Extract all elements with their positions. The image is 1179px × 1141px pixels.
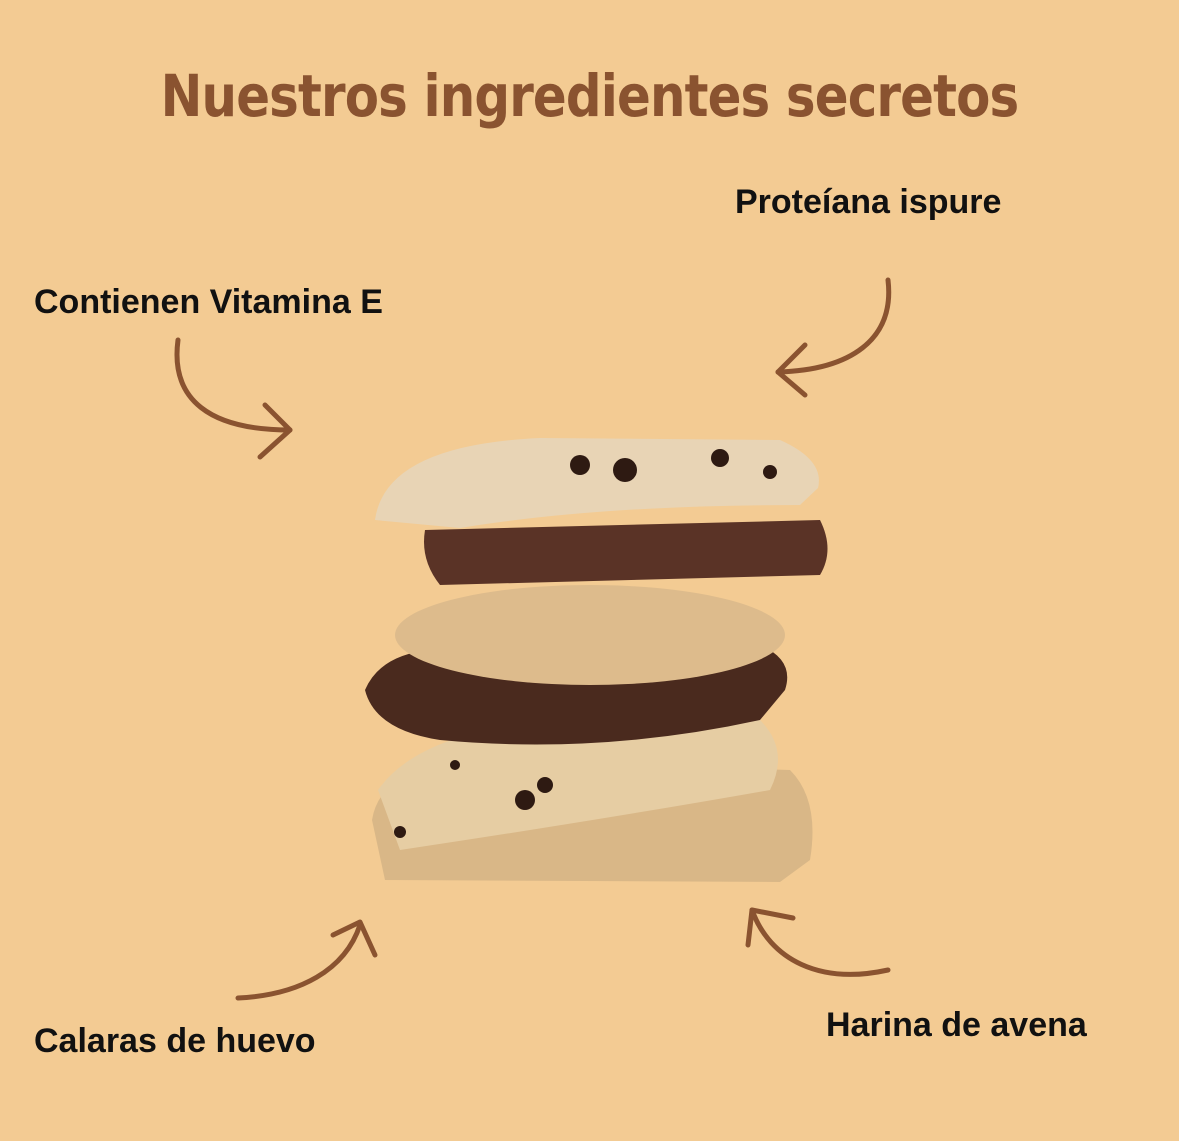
label-oat-flour: Harina de avena	[826, 1006, 1087, 1044]
label-eggshell: Calaras de huevo	[34, 1022, 316, 1060]
label-protein: Proteíana ispure	[735, 183, 1002, 221]
label-vitamin-e: Contienen Vitamina E	[34, 283, 383, 321]
arrow-icon-top-right	[775, 277, 892, 398]
arrow-icon-bottom-right	[745, 907, 891, 977]
page-title: Nuestros ingredientes secretos	[160, 62, 1020, 130]
cookie-stack-image	[365, 438, 828, 882]
arrow-icon-bottom-left	[235, 919, 378, 1001]
arrow-icon-top-left	[174, 337, 293, 460]
